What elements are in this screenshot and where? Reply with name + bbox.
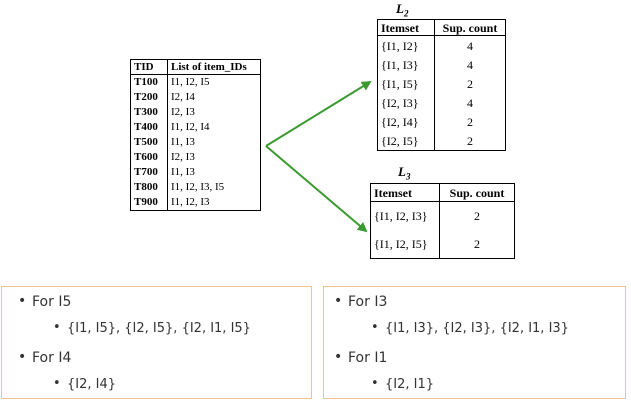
l3-header-row: Itemset Sup. count [370, 183, 515, 202]
itemset-cell: {I1, I2} [377, 35, 435, 55]
arrow-to-l2 [265, 80, 372, 147]
items-cell: I1, I2, I3, I5 [171, 181, 225, 193]
items-cell: I1, I2, I3 [171, 196, 210, 208]
tid-cell: T200 [130, 90, 168, 105]
items-cell: I1, I2, I4 [171, 121, 210, 133]
l3-label: L3 [398, 164, 410, 182]
table-row: {I2, I3} 4 [377, 93, 506, 112]
sub-bullet-item: {I1, I3}, {I2, I3}, {I2, I1, I3} [371, 320, 569, 336]
table-row: {I1, I2, I3} 2 [370, 201, 515, 230]
l2-label: L2 [396, 1, 408, 19]
count-cell: 2 [467, 114, 473, 129]
l2-label-base: L [396, 1, 404, 16]
items-cell: I1, I2, I5 [171, 76, 210, 88]
l3-label-base: L [398, 164, 406, 179]
tid-cell: T800 [130, 180, 168, 195]
bullet-item: For I4 [18, 349, 72, 366]
tid-cell: T900 [130, 195, 168, 211]
transaction-header-row: TID List of item_IDs [130, 59, 261, 75]
itemset-cell: {I1, I3} [377, 55, 435, 74]
right-conditional-box: For I3 {I1, I3}, {I2, I3}, {I2, I1, I3} … [323, 286, 626, 399]
items-header: List of item_IDs [167, 59, 261, 75]
table-row: {I1, I2, I5} 2 [370, 230, 515, 259]
table-row: {I1, I2} 4 [377, 35, 506, 55]
sub-bullet-item: {I1, I5}, {I2, I5}, {I2, I1, I5} [53, 320, 251, 336]
items-cell: I1, I3 [171, 136, 195, 148]
sup-count-header: Sup. count [439, 183, 515, 202]
count-cell: 4 [467, 95, 473, 110]
tid-cell: T700 [130, 165, 168, 180]
tid-cell: T400 [130, 120, 168, 135]
count-cell: 2 [474, 209, 480, 223]
itemset-cell: {I1, I2, I3} [370, 201, 440, 230]
tid-cell: T100 [130, 74, 168, 90]
l2-header-row: Itemset Sup. count [377, 19, 506, 36]
count-cell: 2 [474, 237, 480, 251]
left-conditional-box: For I5 {I1, I5}, {I2, I5}, {I2, I1, I5} … [1, 286, 312, 399]
count-cell: 4 [467, 38, 473, 53]
l2-label-sub: 2 [403, 8, 409, 19]
tid-header: TID [130, 59, 168, 75]
items-cell: I2, I4 [171, 91, 195, 103]
tid-cell: T500 [130, 135, 168, 150]
items-cell: I2, I3 [171, 106, 195, 118]
itemset-cell: {I2, I3} [377, 93, 435, 112]
itemset-cell: {I1, I5} [377, 74, 435, 93]
bullet-item: For I3 [334, 293, 388, 310]
table-row: {I2, I4} 2 [377, 112, 506, 131]
itemset-cell: {I2, I4} [377, 112, 435, 131]
count-cell: 2 [467, 76, 473, 91]
count-cell: 4 [467, 57, 473, 72]
l3-label-sub: 3 [405, 171, 411, 182]
itemset-cell: {I2, I5} [377, 131, 435, 151]
tid-cell: T300 [130, 105, 168, 120]
table-row: {I1, I3} 4 [377, 55, 506, 74]
sup-count-header: Sup. count [434, 19, 506, 36]
table-row: {I1, I5} 2 [377, 74, 506, 93]
itemset-header: Itemset [377, 19, 435, 36]
l3-table: Itemset Sup. count {I1, I2, I3} 2 {I1, I2… [370, 183, 515, 259]
itemset-header: Itemset [370, 183, 440, 202]
bullet-item: For I5 [18, 293, 72, 310]
sub-bullet-item: {I2, I4} [53, 376, 116, 392]
table-row: {I2, I5} 2 [377, 131, 506, 151]
items-cell: I2, I3 [171, 151, 195, 163]
l2-table: Itemset Sup. count {I1, I2} 4 {I1, I3} 4 {… [377, 19, 506, 151]
bullet-item: For I1 [334, 349, 388, 366]
arrow-to-l3 [265, 145, 368, 233]
sub-bullet-item: {I2, I1} [371, 376, 434, 392]
tid-cell: T600 [130, 150, 168, 165]
items-cell: I1, I3 [171, 166, 195, 178]
itemset-cell: {I1, I2, I5} [370, 230, 440, 259]
count-cell: 2 [467, 133, 473, 148]
